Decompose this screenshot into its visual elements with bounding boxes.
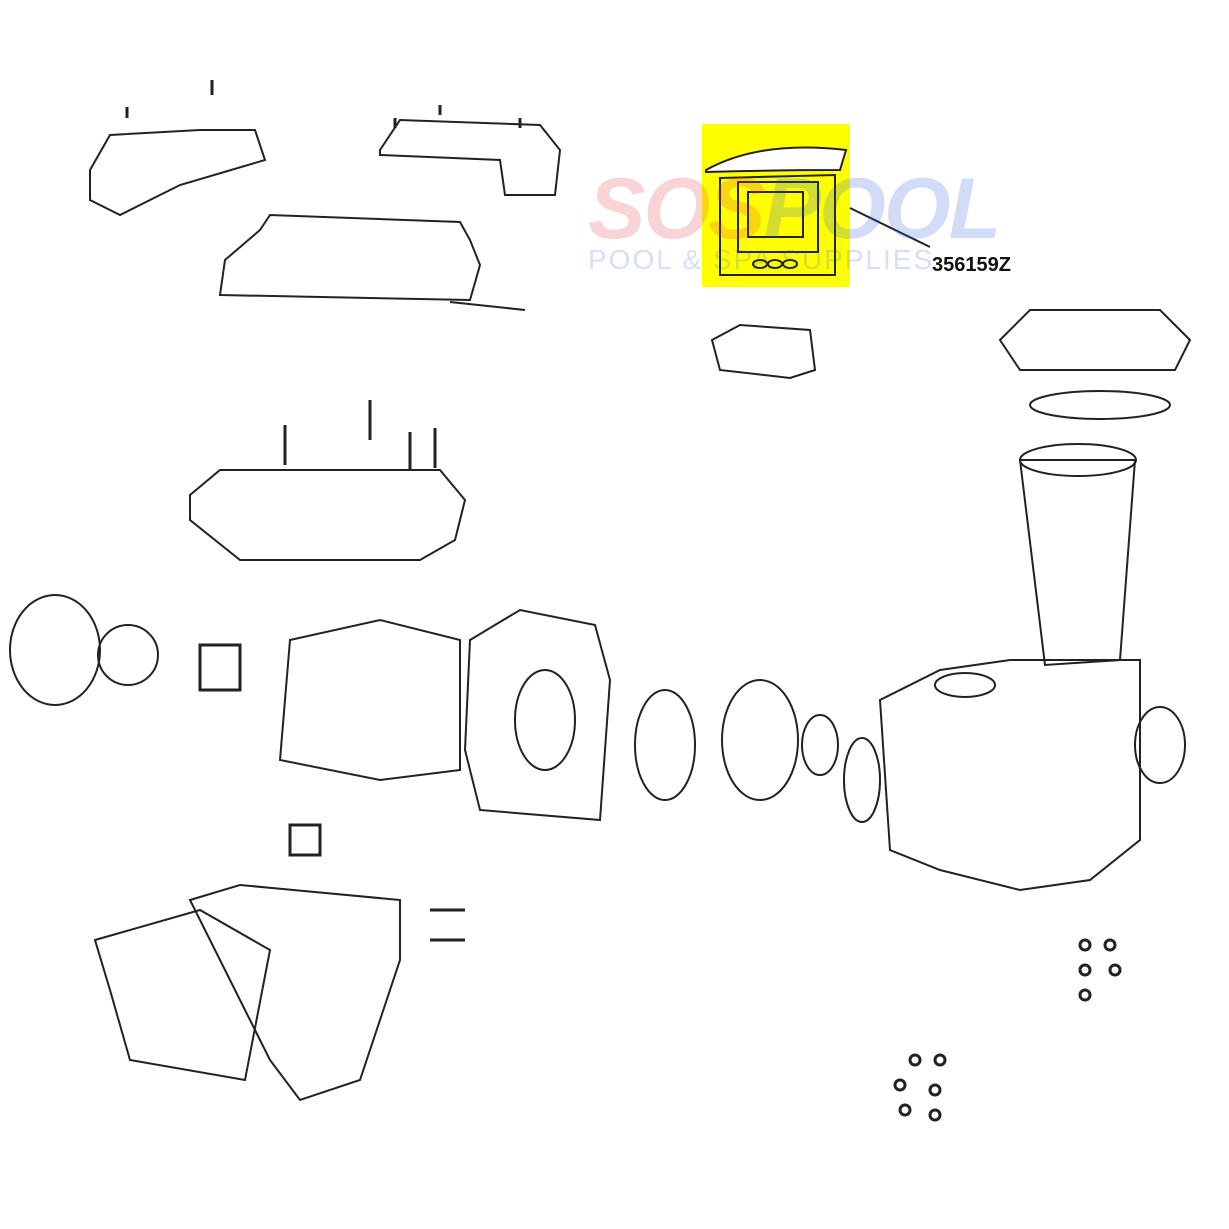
leader-line bbox=[849, 207, 931, 248]
seal-plate-part bbox=[463, 608, 612, 822]
fan-part bbox=[97, 624, 159, 686]
drive-housing-part bbox=[218, 213, 482, 302]
bolts bbox=[198, 643, 1122, 1122]
cover-part bbox=[89, 129, 267, 217]
screws bbox=[125, 80, 522, 470]
fan-cover-part bbox=[9, 594, 101, 706]
lid-o-ring bbox=[1029, 390, 1171, 420]
motor-shroud-front-part bbox=[93, 908, 272, 1082]
diffuser-o-ring bbox=[843, 737, 881, 823]
motor-shroud-rear-part bbox=[188, 883, 401, 1102]
watermark-tagline: POOL & SPA SUPPLIES bbox=[588, 244, 935, 275]
strainer-lid-part bbox=[998, 309, 1192, 371]
pump-body-part bbox=[878, 659, 1141, 892]
motor-part bbox=[278, 618, 461, 782]
diffuser-part bbox=[721, 679, 799, 801]
electronics-module-part bbox=[189, 469, 467, 561]
watermark-brand: SOSPOOL bbox=[588, 161, 1001, 257]
strainer-basket-part bbox=[1018, 459, 1137, 667]
impeller-part bbox=[634, 689, 696, 801]
controller-board-part bbox=[710, 323, 817, 380]
cover-plate-part bbox=[379, 118, 562, 196]
part-number-label: 356159Z bbox=[932, 254, 1011, 276]
keypad-cover-part bbox=[705, 146, 848, 276]
